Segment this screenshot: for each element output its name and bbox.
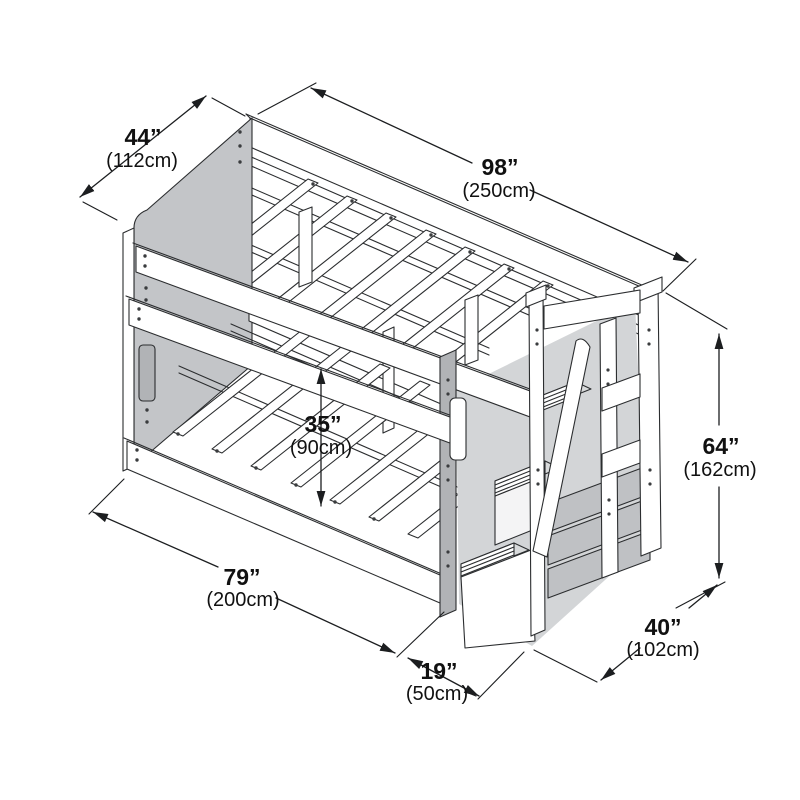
- dimension-label-cm: (90cm): [290, 437, 352, 459]
- end-frame-front-post: [599, 317, 619, 579]
- dimension-label-cm: (102cm): [626, 639, 699, 661]
- stair-steps: [460, 284, 592, 649]
- bunk-bed-illustration: [122, 113, 663, 649]
- stair-base-box: [460, 549, 536, 649]
- dimension-label-cm: (50cm): [406, 683, 468, 705]
- dimension-total-length: 98” (250cm): [257, 82, 697, 292]
- dimension-label-cm: (250cm): [462, 180, 535, 202]
- dimension-label: 98”: [481, 154, 518, 180]
- dimension-label: 40”: [644, 614, 681, 640]
- dimension-label: 64”: [702, 433, 739, 459]
- dimension-bed-length: 79” (200cm): [88, 478, 445, 658]
- dimension-label-cm: (162cm): [683, 459, 756, 481]
- dimension-annotations: 44” (112cm) 98” (250cm) 35” (90cm) 64” (…: [79, 82, 757, 705]
- dimension-total-height: 64” (162cm): [665, 292, 757, 609]
- rail-end-cap: [449, 397, 467, 461]
- end-frame-rail: [601, 373, 641, 412]
- end-frame-back-post: [637, 283, 662, 557]
- end-frame-top-rail: [543, 289, 641, 330]
- headboard-plate: [138, 344, 156, 402]
- dimension-label-cm: (200cm): [206, 589, 279, 611]
- front-right-post: [439, 349, 457, 618]
- dimension-label: 19”: [420, 658, 457, 684]
- dimension-bottom-depth: 40” (102cm): [533, 584, 718, 683]
- dimension-bunk-clearance: 35” (90cm): [290, 368, 352, 507]
- rail-support-post: [464, 294, 479, 366]
- dimension-label: 44”: [124, 124, 161, 150]
- dimension-label-cm: (112cm): [106, 150, 178, 172]
- end-frame-rail: [601, 439, 641, 478]
- stair-post-cap: [525, 284, 547, 308]
- dimension-label: 35”: [304, 411, 341, 437]
- dimension-top-depth: 44” (112cm): [79, 95, 246, 221]
- dimension-label: 79”: [223, 564, 260, 590]
- dimension-stair-depth: 19” (50cm): [406, 651, 525, 705]
- headboard-edge: [122, 227, 135, 472]
- bottom-front-rail: [126, 440, 448, 607]
- rail-support-post: [298, 206, 313, 288]
- stair-handrail: [532, 338, 591, 558]
